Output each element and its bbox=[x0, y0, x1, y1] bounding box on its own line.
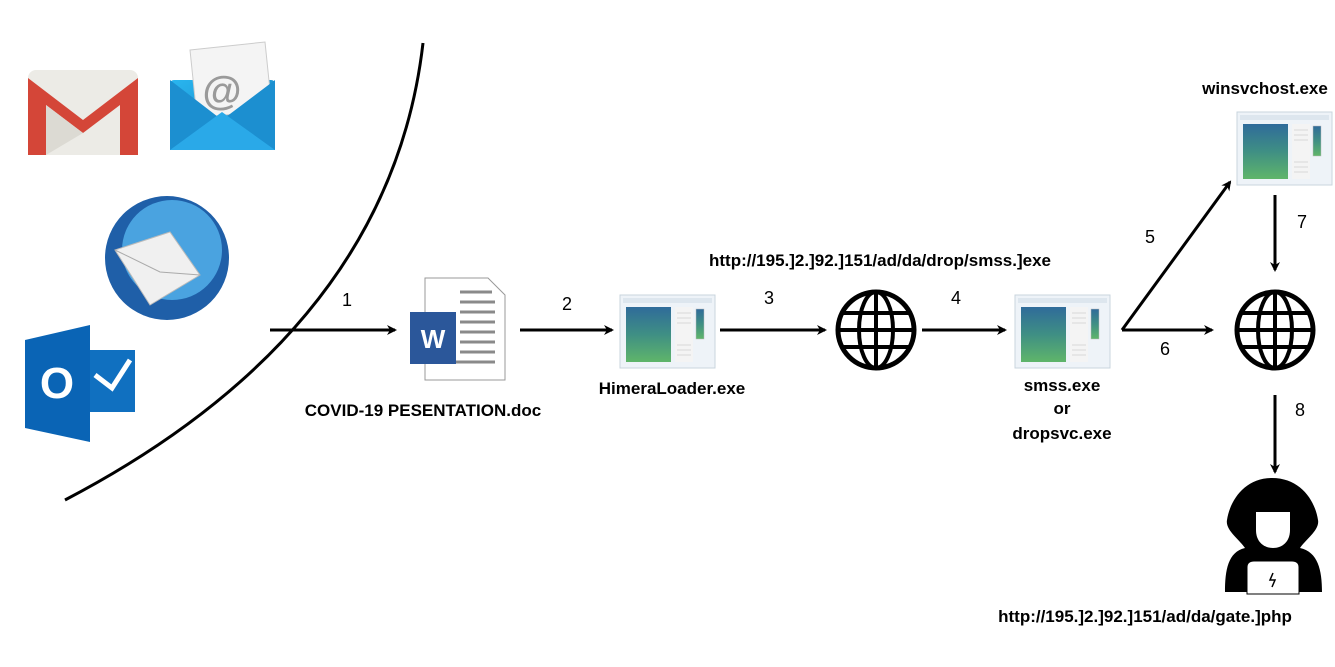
svg-text:W: W bbox=[421, 324, 446, 354]
gmail-icon bbox=[28, 70, 138, 155]
dropped-label-smss: smss.exe bbox=[1024, 376, 1101, 395]
step-label-1: 1 bbox=[342, 290, 352, 310]
dropped-label-or: or bbox=[1054, 399, 1071, 418]
step-label-8: 8 bbox=[1295, 400, 1305, 420]
mail-icon: @ bbox=[170, 41, 275, 150]
dropped-label-dropsvc: dropsvc.exe bbox=[1012, 424, 1111, 443]
globe-icon bbox=[838, 292, 914, 368]
step-label-7: 7 bbox=[1297, 212, 1307, 232]
step-label-3: 3 bbox=[764, 288, 774, 308]
arrow-step-5 bbox=[1120, 180, 1232, 331]
network-boundary-curve bbox=[64, 42, 425, 502]
persistence-label: winsvchost.exe bbox=[1201, 79, 1328, 98]
download-url-label: http://195.]2.]92.]151/ad/da/drop/smss.]… bbox=[709, 251, 1051, 270]
step-label-5: 5 bbox=[1145, 227, 1155, 247]
outlook-icon: O bbox=[25, 325, 135, 442]
svg-text:@: @ bbox=[202, 69, 241, 113]
persistence-executable-icon bbox=[1236, 111, 1333, 186]
loader-executable-icon bbox=[619, 294, 716, 369]
globe-icon bbox=[1237, 292, 1313, 368]
c2-url-label: http://195.]2.]92.]151/ad/da/gate.]php bbox=[998, 607, 1292, 626]
loader-label: HimeraLoader.exe bbox=[599, 379, 745, 398]
word-document-icon: W bbox=[410, 277, 506, 381]
hacker-icon bbox=[1225, 478, 1322, 595]
svg-text:O: O bbox=[40, 359, 74, 408]
step-label-4: 4 bbox=[951, 288, 961, 308]
dropped-executable-icon bbox=[1014, 294, 1111, 369]
thunderbird-icon bbox=[105, 196, 229, 320]
document-label: COVID-19 PESENTATION.doc bbox=[305, 401, 541, 420]
step-label-2: 2 bbox=[562, 294, 572, 314]
step-label-6: 6 bbox=[1160, 339, 1170, 359]
